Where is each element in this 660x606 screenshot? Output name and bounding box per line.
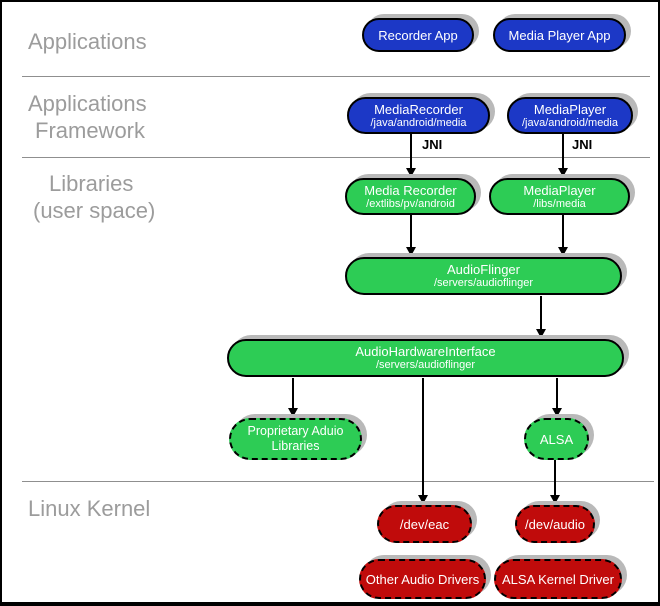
node-mediaplayer-framework-title: MediaPlayer <box>533 101 607 117</box>
divider-libraries-kernel <box>22 481 654 482</box>
layer-label-applications: Applications <box>28 29 147 54</box>
layer-label-libraries-line1: Libraries <box>49 171 134 196</box>
edge-ahi-to-proprietary-arrowhead-icon <box>288 408 298 417</box>
edge-label-jni-right: JNI <box>572 137 593 152</box>
layer-label-framework-line2: Framework <box>35 118 146 143</box>
node-other-audio-drivers-title: Other Audio Drivers <box>365 571 480 587</box>
divider-applications-framework <box>22 76 650 77</box>
node-other-audio-drivers: Other Audio Drivers <box>359 559 486 599</box>
edge-mediaplayer-jni-line <box>562 134 564 169</box>
node-audioflinger-title: AudioFlinger <box>447 262 520 277</box>
node-audio-hardware-interface-path: /servers/audioflinger <box>375 359 476 371</box>
node-media-recorder-lib: Media Recorder /extlibs/pv/android <box>345 178 476 215</box>
edge-ahi-to-dev-eac-line <box>422 378 424 496</box>
node-proprietary-audio-libraries-title: Proprietary Aduio Libraries <box>247 424 344 453</box>
edge-player-to-audioflinger-arrowhead-icon <box>558 247 568 256</box>
node-alsa-kernel-driver-title: ALSA Kernel Driver <box>502 571 614 587</box>
node-alsa-title: ALSA <box>539 431 574 447</box>
node-dev-audio-title: /dev/audio <box>525 516 585 532</box>
node-dev-eac-title: /dev/eac <box>399 516 450 532</box>
node-dev-audio: /dev/audio <box>515 505 595 543</box>
node-mediaplayer-framework-path: /java/android/media <box>521 116 618 129</box>
layer-label-linux-kernel: Linux Kernel <box>28 496 151 521</box>
edge-audioflinger-to-ahi-arrowhead-icon <box>536 329 546 338</box>
node-media-recorder-lib-title: Media Recorder <box>364 182 457 198</box>
node-media-player-app-title: Media Player App <box>508 27 611 43</box>
node-mediaplayer-lib-path: /libs/media <box>533 197 586 210</box>
node-mediarecorder-framework-path: /java/android/media <box>370 116 467 129</box>
node-recorder-app: Recorder App <box>362 18 474 52</box>
node-mediaplayer-lib: MediaPlayer /libs/media <box>489 178 630 215</box>
node-audioflinger-path: /servers/audioflinger <box>433 277 534 289</box>
edge-mediaplayer-jni-arrowhead-icon <box>558 168 568 177</box>
edge-recorder-to-audioflinger-line <box>410 215 412 248</box>
layer-label-framework-line1: Applications <box>28 91 147 116</box>
node-audioflinger: AudioFlinger /servers/audioflinger <box>345 257 622 295</box>
node-mediarecorder-framework-title: MediaRecorder <box>374 101 463 117</box>
edge-alsa-to-dev-audio-line <box>554 460 556 496</box>
edge-mediarecorder-jni-arrowhead-icon <box>406 168 416 177</box>
edge-ahi-to-alsa-arrowhead-icon <box>552 408 562 417</box>
node-audio-hardware-interface: AudioHardwareInterface /servers/audiofli… <box>227 339 624 377</box>
node-alsa-kernel-driver: ALSA Kernel Driver <box>494 559 622 599</box>
node-mediarecorder-framework: MediaRecorder /java/android/media <box>347 97 490 134</box>
node-media-recorder-lib-path: /extlibs/pv/android <box>366 197 455 210</box>
node-media-player-app: Media Player App <box>493 18 626 52</box>
edge-ahi-to-alsa-line <box>556 378 558 409</box>
edge-recorder-to-audioflinger-arrowhead-icon <box>406 247 416 256</box>
edge-audioflinger-to-ahi-line <box>540 296 542 330</box>
node-dev-eac: /dev/eac <box>377 505 472 543</box>
edge-ahi-to-dev-eac-arrowhead-icon <box>418 495 428 504</box>
node-audio-hardware-interface-title: AudioHardwareInterface <box>355 344 496 359</box>
layer-label-libraries-line2: (user space) <box>33 198 156 223</box>
node-mediaplayer-lib-title: MediaPlayer <box>523 182 596 198</box>
node-mediaplayer-framework: MediaPlayer /java/android/media <box>507 97 633 134</box>
edge-alsa-to-dev-audio-arrowhead-icon <box>550 495 560 504</box>
node-proprietary-audio-libraries: Proprietary Aduio Libraries <box>229 418 362 460</box>
node-alsa: ALSA <box>524 418 589 460</box>
edge-ahi-to-proprietary-line <box>292 378 294 409</box>
edge-label-jni-left: JNI <box>422 137 443 152</box>
divider-framework-libraries <box>22 157 650 158</box>
node-recorder-app-title: Recorder App <box>378 27 458 43</box>
edge-mediarecorder-jni-line <box>410 134 412 169</box>
edge-player-to-audioflinger-line <box>562 215 564 248</box>
